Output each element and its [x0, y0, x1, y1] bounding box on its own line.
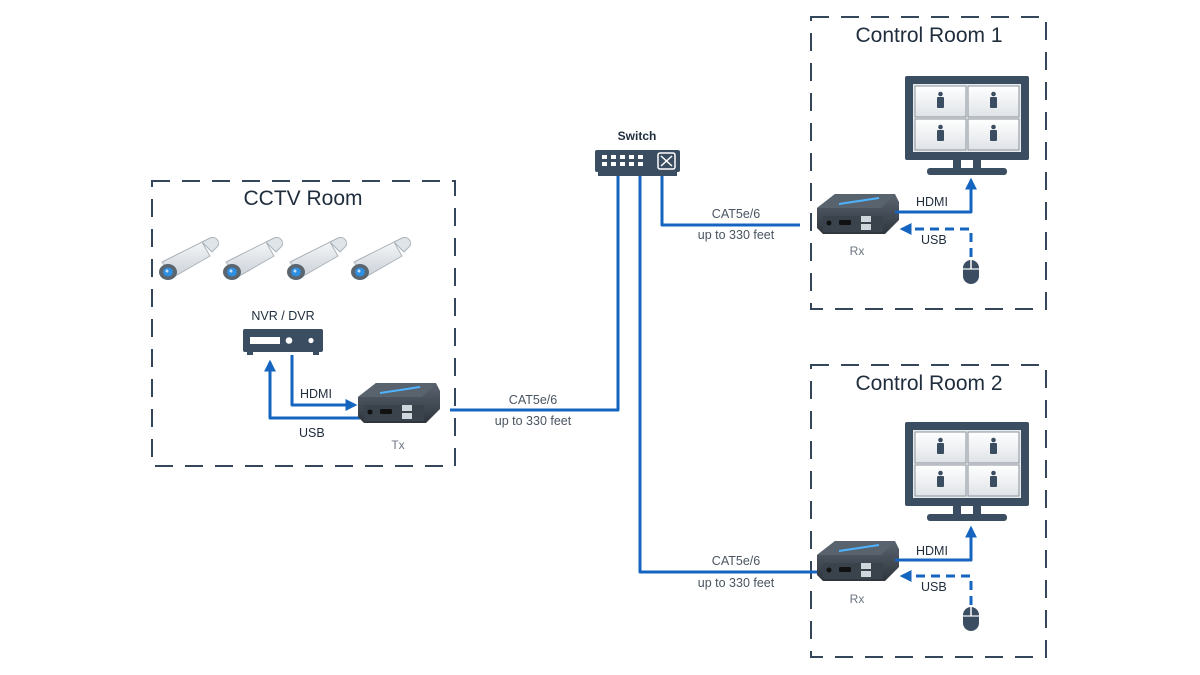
camera-icon: [350, 236, 412, 281]
camera-group: [158, 236, 412, 281]
camera-icon: [222, 236, 284, 281]
network-switch-icon: [595, 150, 680, 176]
cctv-room-title: CCTV Room: [243, 187, 362, 210]
monitor-icon-room-2: [904, 421, 1030, 522]
control-room-1-boundary: [810, 16, 1047, 310]
rx2-extender-icon: [816, 540, 900, 582]
usb-label-room-1: USB: [921, 233, 947, 247]
rx2-label: Rx: [850, 592, 865, 606]
camera-icon: [286, 236, 348, 281]
cable-distance-label-rx2: up to 330 feet: [698, 576, 775, 590]
usb-cable-mouse-to-rx2: [899, 570, 973, 605]
cat-cable-switch-to-rx1: [660, 176, 800, 227]
cable-type-label-rx1: CAT5e/6: [712, 207, 760, 221]
cat-cable-tx-to-switch: [450, 176, 620, 412]
hdmi-label-nvr: HDMI: [300, 387, 332, 401]
cable-type-label-tx: CAT5e/6: [509, 393, 557, 407]
cable-type-label-rx2: CAT5e/6: [712, 554, 760, 568]
hdmi-cable-nvr-to-tx: [290, 355, 358, 411]
cctv-room-boundary: [151, 180, 456, 467]
nvr-dvr-icon: [243, 329, 323, 355]
switch-label: Switch: [618, 129, 657, 143]
tx-extender-icon: [357, 382, 441, 424]
hdmi-cable-rx1-to-monitor: [895, 177, 977, 214]
usb-cable-tx-to-nvr: [264, 359, 360, 420]
control-room-2-boundary: [810, 364, 1047, 658]
cable-distance-label-tx: up to 330 feet: [495, 414, 572, 428]
mouse-icon-room-2: [962, 606, 980, 632]
cable-distance-label-rx1: up to 330 feet: [698, 228, 775, 242]
monitor-icon-room-1: [904, 75, 1030, 176]
usb-label-nvr: USB: [299, 426, 325, 440]
cat-cable-switch-to-rx2: [638, 176, 820, 574]
control-room-2-title: Control Room 2: [855, 372, 1002, 395]
rx1-label: Rx: [850, 244, 865, 258]
rx1-extender-icon: [816, 193, 900, 235]
nvr-label: NVR / DVR: [251, 309, 314, 323]
usb-label-room-2: USB: [921, 580, 947, 594]
mouse-icon-room-1: [962, 259, 980, 285]
tx-label: Tx: [391, 438, 404, 452]
hdmi-label-room-1: HDMI: [916, 195, 948, 209]
control-room-1-title: Control Room 1: [855, 24, 1002, 47]
hdmi-cable-rx2-to-monitor: [895, 525, 977, 562]
camera-icon: [158, 236, 220, 281]
hdmi-label-room-2: HDMI: [916, 544, 948, 558]
